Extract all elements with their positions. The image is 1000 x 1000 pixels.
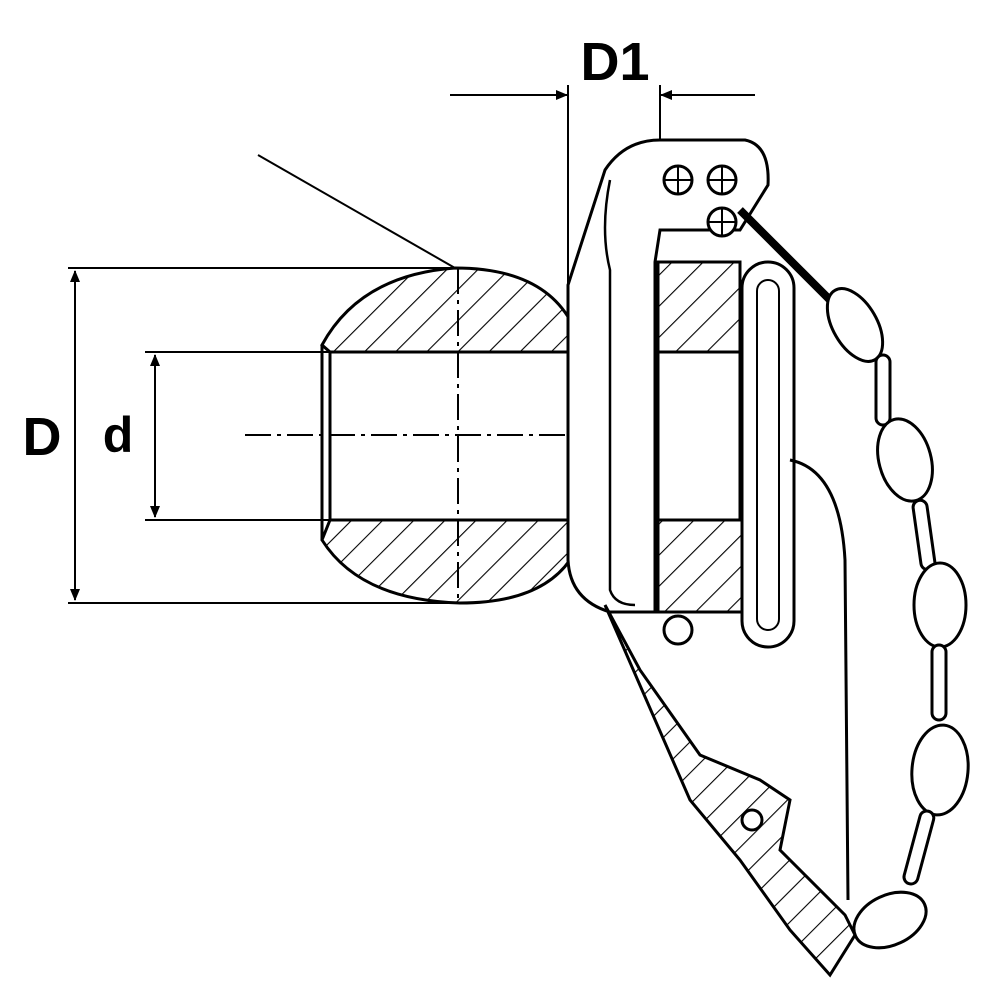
clip-body [566,138,770,646]
chain-link [876,417,934,503]
leader-line [257,154,456,269]
chain-link [912,561,968,649]
outer-diameter-label: D [23,407,62,467]
locking-ring [740,260,796,649]
chain-link [874,353,892,427]
chain-link [902,809,936,886]
chain [737,207,970,950]
plate-upper-hatch [656,260,742,354]
screw-icon [662,164,738,238]
ball-section [320,266,572,605]
ball-lower-hatch [320,518,572,605]
d1-label: D1 [580,32,649,92]
ball-bore [328,350,572,522]
spring-clip [603,458,857,978]
chain-link [852,890,928,950]
ball-upper-hatch [320,266,572,354]
chain-link [910,723,970,817]
chain-link [930,643,948,722]
chain-link [911,498,937,572]
plate-lower-hatch [656,518,747,614]
inner-diameter-label: d [103,407,134,463]
